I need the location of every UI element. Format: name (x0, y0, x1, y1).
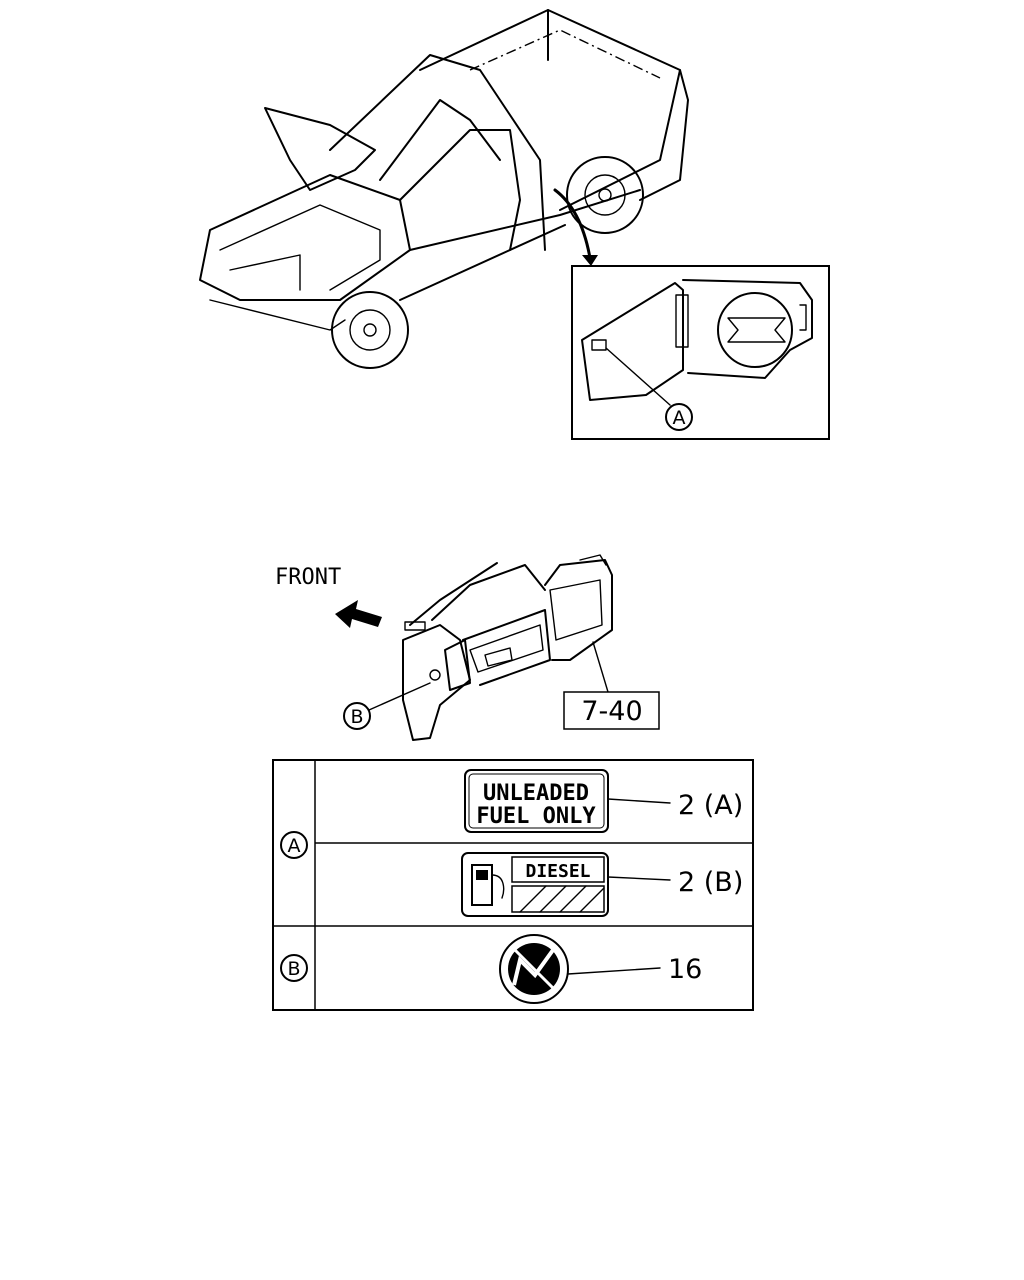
reference-label: 7-40 (581, 696, 642, 727)
callout-b-label: B (350, 706, 363, 728)
unleaded-fuel-label: UNLEADED FUEL ONLY (464, 769, 609, 833)
qty-ref-row3: 16 (668, 954, 702, 985)
unleaded-line1: UNLEADED (483, 781, 589, 806)
table-group-a: A (288, 835, 301, 857)
diesel-text: DIESEL (525, 861, 590, 882)
unleaded-line2: FUEL ONLY (476, 804, 596, 829)
diesel-label: DIESEL (461, 852, 609, 917)
qty-ref-row2: 2 (B) (678, 867, 743, 898)
fuel-pump-icon (471, 864, 505, 906)
interior-panel-illustration: B (343, 554, 613, 741)
fuel-door-detail: A (571, 265, 830, 440)
reference-box: 7-40 (563, 691, 660, 730)
callout-a-label: A (673, 407, 686, 429)
front-arrow-icon (335, 600, 382, 628)
prohibition-icon (499, 934, 569, 1004)
parts-table: A B UNLEADED FUEL ONLY 2 (A) DIESEL (272, 759, 754, 1011)
truck-illustration (199, 9, 689, 369)
table-group-b: B (287, 958, 300, 980)
qty-ref-row1: 2 (A) (678, 790, 743, 821)
front-label: FRONT (275, 565, 341, 590)
